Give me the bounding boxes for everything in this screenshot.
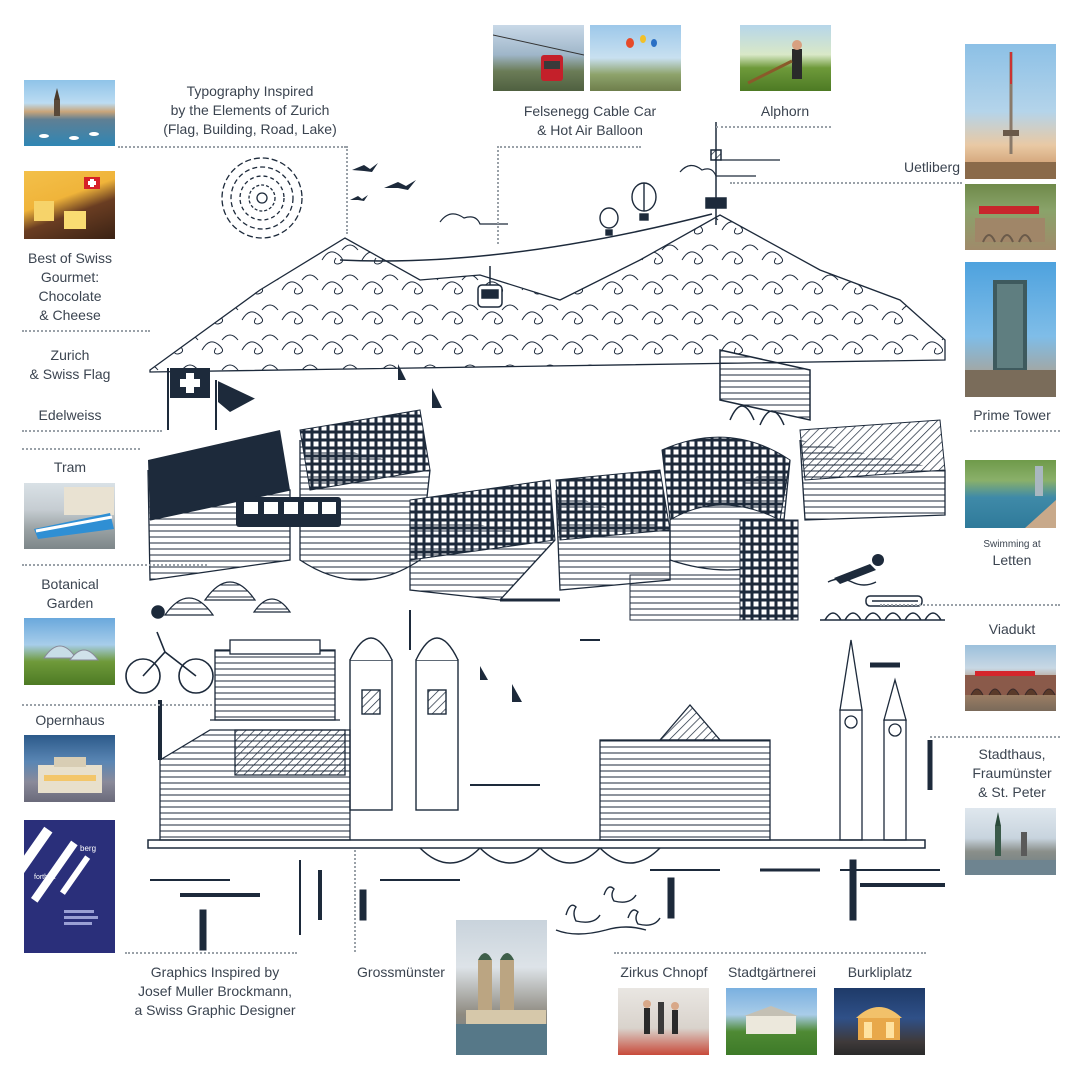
photo-botanical-garden (24, 618, 115, 685)
leader-line (354, 850, 356, 952)
leader-line (118, 146, 346, 148)
uetliberg-tower-icon (705, 122, 727, 225)
leader-line (22, 448, 140, 450)
leader-line (614, 952, 926, 954)
label-graphics: Graphics Inspired by Josef Muller Brockm… (134, 964, 296, 1018)
photo-stadtgartnerei (726, 988, 817, 1055)
hot-air-balloon-icon (599, 182, 657, 236)
leader-line (346, 146, 348, 234)
grossmunster-building (349, 637, 459, 811)
label-stadthaus: Stadthaus, Fraumünster & St. Peter (972, 746, 1052, 800)
photo-cable-car (493, 25, 584, 91)
tram-icon (236, 497, 341, 527)
label-opernhaus: Opernhaus (35, 712, 105, 728)
photo-zirkus-chnopf (618, 988, 709, 1055)
old-town-houses (159, 729, 351, 841)
label-stadtgartnerei: Stadtgärtnerei (728, 964, 816, 980)
leader-line (497, 146, 641, 148)
swans-icon (555, 886, 661, 935)
stadthaus-building (599, 639, 907, 841)
label-alphorn: Alphorn (760, 103, 810, 119)
leader-line (22, 564, 207, 566)
photo-uetliberg-tower (965, 44, 1056, 179)
photo-train-viaduct (965, 184, 1056, 250)
leader-line (880, 604, 1060, 606)
cyclist-icon (125, 605, 214, 694)
leader-line (970, 430, 1060, 432)
photo-alphorn (740, 25, 831, 91)
swimmer-icon (827, 554, 884, 586)
photo-grossmunster (456, 920, 547, 1055)
leader-line (497, 146, 499, 244)
photo-burkliplatz (834, 988, 925, 1055)
photo-chocolate-cheese (24, 171, 115, 239)
leader-line (22, 430, 162, 432)
label-grossmunster: Grossmünster (357, 964, 445, 980)
label-prime-tower: Prime Tower (973, 407, 1051, 423)
label-botanical-garden: Botanical Garden (41, 576, 99, 611)
swiss-flag-icon (167, 368, 257, 430)
botanical-domes (163, 581, 292, 616)
label-tram: Tram (53, 459, 87, 475)
photo-hot-air-balloon (590, 25, 681, 91)
photo-zurich-lake (24, 80, 115, 146)
label-zurich-flag: Zurich & Swiss Flag (29, 347, 111, 382)
clouds-icon (439, 159, 780, 225)
label-edelweiss: Edelweiss (38, 407, 102, 423)
photo-opernhaus (24, 735, 115, 802)
label-uetliberg: Uetliberg (903, 159, 960, 175)
opernhaus-building (210, 639, 340, 721)
bridge (147, 839, 926, 864)
poster-word: berg (80, 844, 97, 853)
photo-brockmann-poster: lautsprecher fortheit berg (24, 820, 115, 953)
poster-word: fortheit (34, 874, 56, 881)
brockmann-graphic-lines (150, 598, 945, 951)
leader-line (22, 704, 212, 706)
label-gourmet: Best of Swiss Gourmet: Chocolate & Chees… (27, 250, 113, 323)
leader-line (716, 126, 831, 128)
photo-viadukt (965, 645, 1056, 711)
label-typography: Typography Inspired by the Elements of Z… (163, 83, 337, 137)
label-burkliplatz: Burkliplatz (847, 964, 913, 980)
photo-prime-tower (965, 262, 1056, 397)
viadukt-arches (719, 349, 945, 621)
leader-line (730, 182, 962, 184)
leader-line (930, 736, 1060, 738)
sailboat-icon (398, 364, 522, 702)
prime-tower-building (629, 519, 799, 621)
mountains (149, 214, 946, 373)
photo-fraumunster (965, 808, 1056, 875)
leader-line (22, 330, 150, 332)
photo-tram (24, 483, 115, 549)
sun-icon (221, 157, 303, 239)
birds-icon (350, 163, 416, 201)
cable-car-icon (339, 213, 713, 308)
label-zirkus-chnopf: Zirkus Chnopf (620, 964, 708, 980)
label-viadukt: Viadukt (988, 621, 1036, 637)
photo-letten-swimming (965, 460, 1056, 528)
leader-line (125, 952, 297, 954)
label-letten: Swimming at Letten (983, 539, 1041, 568)
label-felsenegg: Felsenegg Cable Car & Hot Air Balloon (523, 103, 657, 138)
